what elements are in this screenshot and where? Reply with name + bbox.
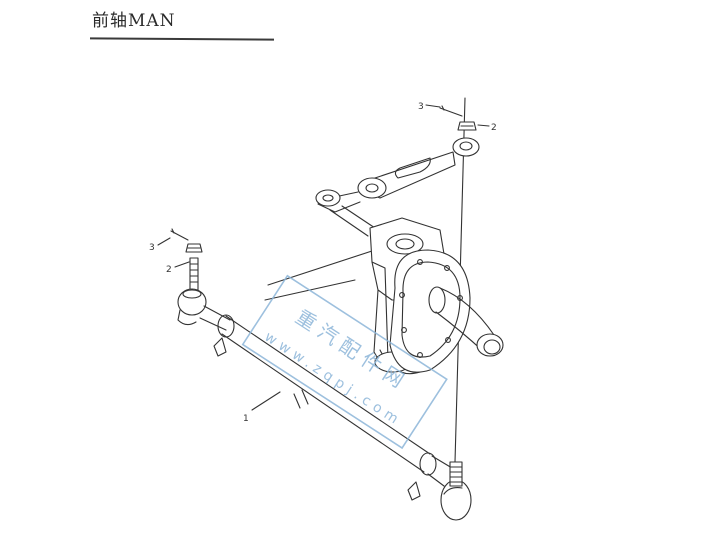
tie-rod-tube — [221, 315, 431, 473]
leader-2-top — [477, 124, 490, 127]
steering-arm — [315, 137, 480, 237]
watermark-frame — [241, 274, 448, 450]
callout-1: 1 — [243, 414, 249, 424]
leader-3-top — [425, 104, 441, 108]
leader-1 — [251, 391, 281, 411]
leader-2-left — [174, 261, 190, 268]
callout-3-top: 3 — [418, 102, 424, 112]
right-tie-rod-end — [407, 452, 472, 521]
leader-3-left — [157, 237, 171, 246]
top-fastener — [439, 105, 477, 131]
left-tie-rod-end — [177, 257, 235, 357]
left-fastener — [170, 228, 203, 253]
callout-2-top: 2 — [491, 123, 497, 133]
callout-3-left: 3 — [149, 243, 155, 253]
page-title: 前轴MAN — [92, 11, 176, 31]
steering-knuckle — [369, 217, 504, 375]
callout-2-left: 2 — [166, 265, 172, 275]
